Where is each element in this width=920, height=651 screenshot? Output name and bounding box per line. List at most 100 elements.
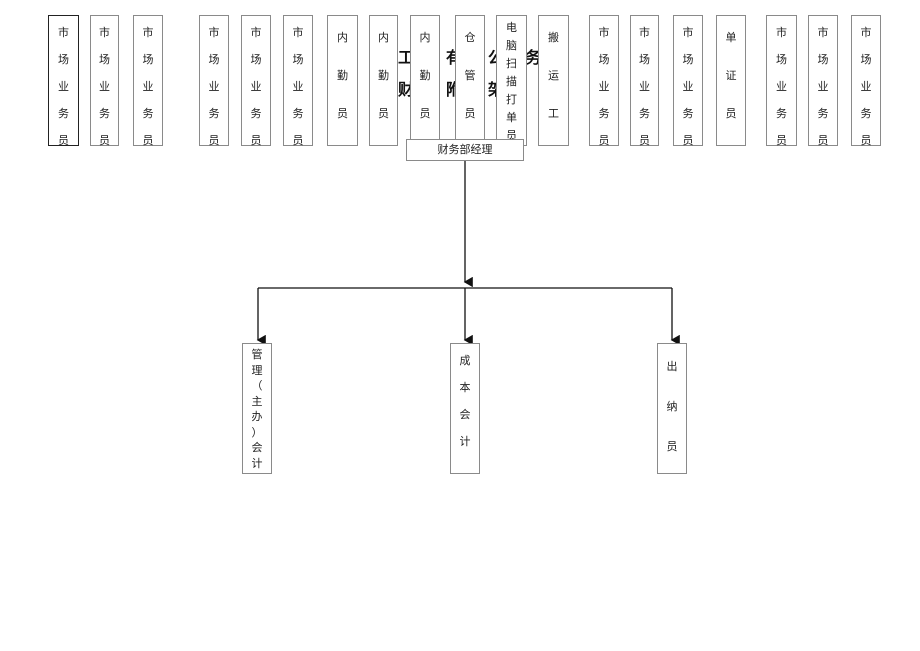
role-char: 市 [860, 26, 872, 39]
role-char: 业 [598, 80, 610, 93]
role-char: 场 [682, 53, 694, 66]
role-char: 电 [506, 21, 517, 34]
role-char: 务 [776, 107, 787, 120]
role-char: 主 [251, 394, 263, 408]
role-char: 勤 [378, 69, 389, 82]
role-char: 场 [639, 53, 650, 66]
role-char: 脑 [506, 39, 517, 52]
top-role-box: 内勤员 [327, 15, 358, 146]
role-char: 员 [725, 107, 737, 120]
role-char: 计 [459, 435, 471, 448]
top-role-box: 市场业务员 [673, 15, 703, 147]
role-char: 员 [419, 107, 431, 120]
role-char: 计 [251, 456, 263, 470]
top-role-box: 市场业务员 [199, 15, 229, 147]
role-char: 员 [598, 134, 610, 147]
role-char: 会 [459, 408, 471, 421]
role-char: 员 [776, 134, 787, 147]
role-char: 业 [99, 80, 110, 93]
role-char: 员 [99, 134, 110, 147]
role-char: 员 [142, 134, 154, 147]
role-char: 员 [639, 134, 650, 147]
role-char: 证 [725, 69, 737, 82]
role-char: 管 [464, 69, 476, 82]
role-char: （ [251, 379, 263, 392]
role-char: 市 [639, 26, 650, 39]
role-char: 理 [251, 363, 263, 377]
role-char: 纳 [666, 400, 678, 413]
bottom-role-box: 出纳员 [657, 343, 687, 474]
role-char: 务 [682, 107, 694, 120]
top-role-box: 电脑扫描打单员 [496, 15, 527, 146]
role-char: 市 [250, 26, 262, 39]
role-char: 业 [639, 80, 650, 93]
role-char: 会 [251, 441, 263, 454]
role-char: 务 [860, 107, 872, 120]
role-char: 员 [682, 134, 694, 147]
role-char: 本 [459, 381, 471, 394]
top-role-box: 市场业务员 [851, 15, 881, 147]
top-role-box: 市场业务员 [90, 15, 119, 147]
role-char: 勤 [337, 69, 348, 82]
role-char: 务 [598, 107, 610, 120]
role-char: 员 [666, 440, 678, 453]
role-char: 务 [817, 107, 829, 120]
role-char: 出 [666, 360, 678, 373]
role-char: 成 [459, 354, 471, 367]
role-char: 员 [817, 134, 829, 147]
top-role-box: 市场业务员 [48, 15, 79, 147]
role-char: 员 [292, 134, 304, 147]
role-char: 业 [58, 80, 69, 93]
role-char: 业 [860, 80, 872, 93]
role-char: 工 [548, 107, 559, 120]
role-char: 内 [378, 31, 389, 44]
role-char: 务 [142, 107, 154, 120]
role-char: 场 [58, 53, 69, 66]
top-role-box: 搬运工 [538, 15, 569, 146]
role-char: 单 [725, 31, 737, 44]
role-char: 内 [337, 31, 348, 44]
role-char: 员 [208, 134, 220, 147]
role-char: 市 [817, 26, 829, 39]
role-char: 搬 [548, 31, 559, 44]
finance-manager-box: 财务部经理 [406, 139, 524, 161]
role-char: 场 [99, 53, 110, 66]
top-role-box: 市场业务员 [589, 15, 619, 147]
role-char: 仓 [464, 31, 476, 44]
role-char: 市 [99, 26, 110, 39]
role-char: 业 [776, 80, 787, 93]
role-char: 场 [860, 53, 872, 66]
role-char: 场 [208, 53, 220, 66]
role-char: 务 [250, 107, 262, 120]
role-char: 市 [776, 26, 787, 39]
top-role-box: 内勤员 [369, 15, 398, 146]
role-char: 市 [58, 26, 69, 39]
role-char: 市 [682, 26, 694, 39]
role-char: 打 [506, 93, 517, 106]
top-role-box: 市场业务员 [808, 15, 838, 147]
bottom-role-box: 管理（主办）会计 [242, 343, 272, 474]
top-role-box: 单证员 [716, 15, 746, 146]
role-char: 务 [208, 107, 220, 120]
role-char: 扫 [506, 57, 517, 70]
role-char: 场 [142, 53, 154, 66]
title-fragment: 务 [525, 48, 542, 67]
bottom-role-box: 成本会计 [450, 343, 480, 474]
role-char: 务 [639, 107, 650, 120]
role-char: 员 [464, 107, 476, 120]
role-char: 运 [548, 69, 559, 82]
role-char: 场 [292, 53, 304, 66]
role-char: 员 [58, 134, 69, 147]
role-char: 场 [817, 53, 829, 66]
top-role-box: 市场业务员 [241, 15, 271, 147]
role-char: 员 [378, 107, 389, 120]
top-role-box: 市场业务员 [283, 15, 313, 147]
role-char: 单 [506, 111, 517, 124]
role-char: 员 [250, 134, 262, 147]
role-char: 勤 [419, 69, 431, 82]
role-char: 业 [682, 80, 694, 93]
role-char: 市 [208, 26, 220, 39]
top-role-box: 市场业务员 [133, 15, 163, 147]
role-char: 管 [251, 348, 263, 361]
